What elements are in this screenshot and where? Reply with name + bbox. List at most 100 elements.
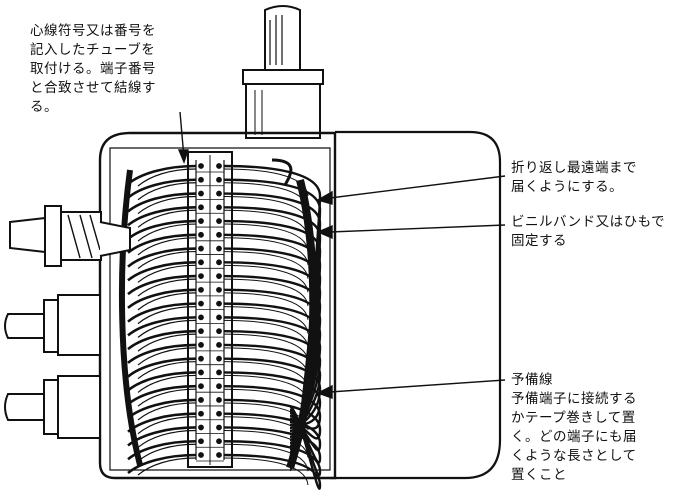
terminal-screw xyxy=(198,245,204,252)
terminal-screw xyxy=(198,410,204,417)
wire-right xyxy=(223,333,309,362)
wire-right xyxy=(223,319,309,348)
wire-left xyxy=(137,182,197,201)
wire-left xyxy=(137,429,197,448)
terminal-screw xyxy=(198,190,204,197)
wire-right xyxy=(223,429,309,458)
terminal-screw xyxy=(216,383,222,390)
wire-left xyxy=(127,316,197,337)
right-wire-bundle xyxy=(286,179,318,470)
terminal-screw xyxy=(216,163,222,169)
terminal-screw xyxy=(216,286,222,293)
wire-left xyxy=(127,274,197,296)
cable-gland-bottom xyxy=(4,375,101,439)
cable-gland-top xyxy=(9,205,131,267)
wire-left xyxy=(137,416,197,435)
wire-left xyxy=(137,250,197,270)
left-wire-bundle xyxy=(118,169,143,466)
terminal-screw xyxy=(216,452,222,458)
wire-left xyxy=(137,223,197,242)
wire-left xyxy=(127,371,197,392)
terminal-screw xyxy=(216,410,222,417)
terminal-screw xyxy=(198,383,204,390)
wire-left xyxy=(127,357,197,378)
terminal-screw xyxy=(216,424,222,431)
terminal-screw xyxy=(198,176,204,183)
top-wire xyxy=(271,158,293,186)
wire-left xyxy=(127,302,197,323)
terminal-screw xyxy=(216,218,222,224)
wire-left xyxy=(137,402,197,421)
annotation-wire-tube: 心線符号又は番号を 記入したチューブを 取付ける。端子番号 と合致させて結線す … xyxy=(30,23,156,115)
terminal-screw xyxy=(198,231,204,238)
terminal-screw xyxy=(216,438,222,445)
wire-right xyxy=(223,457,309,486)
wire-right xyxy=(223,347,309,375)
terminal-screw xyxy=(198,438,204,445)
cable-gland-middle xyxy=(4,294,101,356)
terminal-screw xyxy=(198,424,204,431)
terminal-screw xyxy=(198,342,204,348)
terminal-screw xyxy=(216,300,222,307)
wire-left xyxy=(137,319,197,338)
terminal-screw xyxy=(216,397,222,403)
annotation-vinyl-band: ビニルバンド又はひもで 固定する xyxy=(511,214,666,249)
terminal-screw xyxy=(216,342,222,348)
wire-left xyxy=(127,329,197,351)
wire-left xyxy=(127,192,197,213)
enclosure-front xyxy=(98,131,337,480)
wire-left xyxy=(137,237,197,256)
wire-left xyxy=(137,333,197,352)
terminal-screw xyxy=(216,204,222,211)
wire-left xyxy=(127,205,197,227)
wire-right xyxy=(223,237,309,265)
terminal-screw xyxy=(216,259,222,266)
terminal-screw xyxy=(216,231,222,238)
terminal-screw xyxy=(198,259,204,266)
wire-left xyxy=(137,306,197,325)
wire-left xyxy=(127,384,197,406)
terminal-screw xyxy=(198,218,204,224)
annotation-fold-back: 折り返し最遠端まで 届くようにする。 xyxy=(511,160,637,195)
wire-left xyxy=(137,278,197,297)
wire-left xyxy=(127,164,197,186)
wire-left xyxy=(127,343,197,364)
wire-right xyxy=(223,402,309,431)
wire-right xyxy=(223,251,309,279)
wire-left xyxy=(127,247,197,268)
wire-right xyxy=(223,264,309,293)
terminal-screw xyxy=(198,369,204,376)
terminal-screw xyxy=(216,176,222,183)
wire-right xyxy=(223,278,309,307)
wire-left xyxy=(137,168,197,187)
wire-left xyxy=(127,233,197,254)
wire-right xyxy=(223,292,309,320)
terminal-screw xyxy=(216,328,222,335)
top-cable xyxy=(242,5,324,139)
terminal-screw xyxy=(198,163,204,169)
wire-left xyxy=(127,426,197,447)
terminal-screw xyxy=(198,204,204,211)
wire-left xyxy=(127,261,197,282)
wire-left xyxy=(137,388,197,407)
terminal-screw xyxy=(198,328,204,335)
wire-left xyxy=(137,264,197,283)
wire-bundle xyxy=(118,158,322,490)
wire-left xyxy=(127,288,197,309)
wire-right xyxy=(223,443,309,472)
wire-left xyxy=(137,195,197,214)
terminal-screw xyxy=(216,245,222,252)
wire-right xyxy=(223,306,309,334)
terminal-screw xyxy=(198,300,204,307)
wire-left xyxy=(137,292,197,311)
annotation-spare-wire: 予備線 予備端子に接続する かテープ巻きして置 く。どの端子にも届 くような長さ… xyxy=(511,372,637,483)
terminal-screw xyxy=(198,273,204,279)
enclosure-back xyxy=(330,130,502,480)
wire-left xyxy=(137,457,197,476)
terminal-screw xyxy=(216,355,222,362)
terminal-screw xyxy=(198,314,204,321)
wire-left xyxy=(137,347,197,366)
wire-left xyxy=(137,209,197,228)
